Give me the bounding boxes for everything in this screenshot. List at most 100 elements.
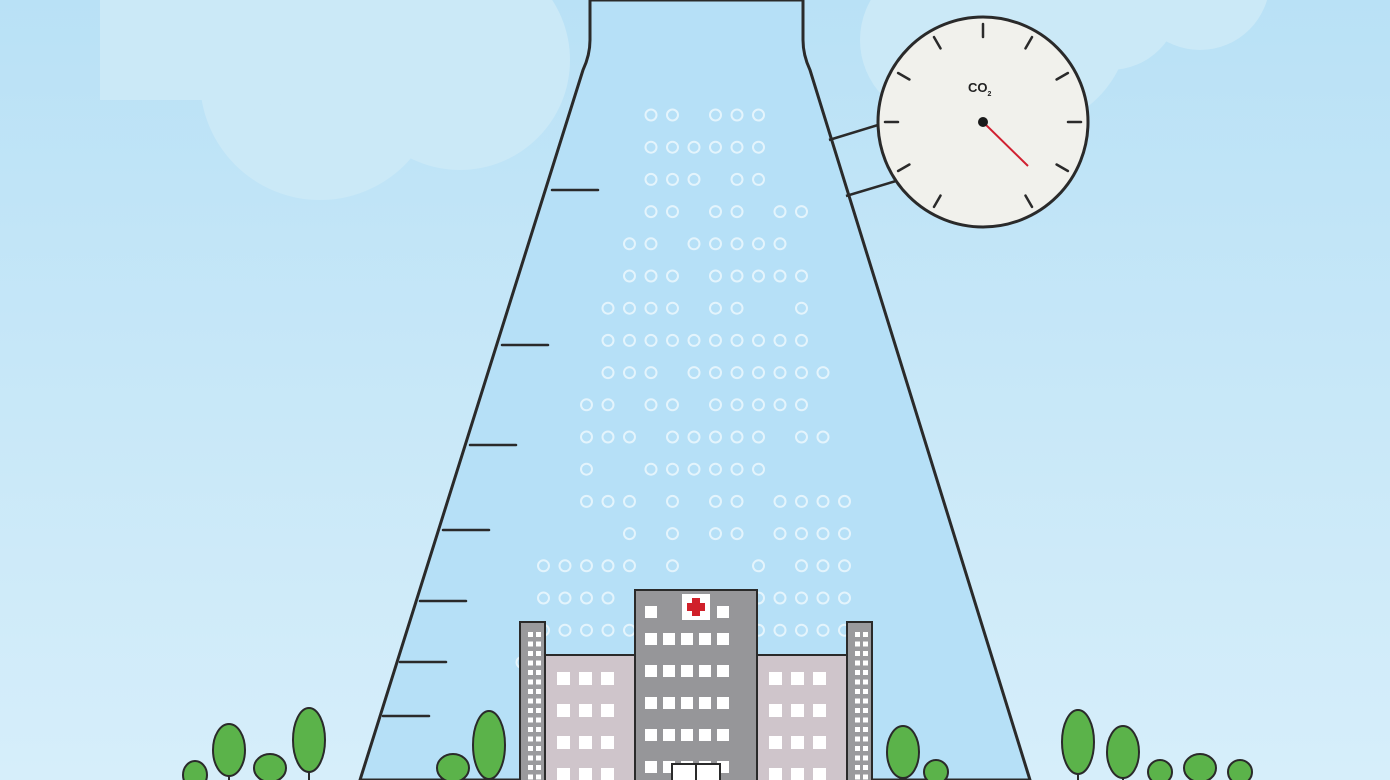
bubble-icon <box>666 527 679 541</box>
bubble-icon <box>644 140 658 154</box>
bubble-icon <box>730 398 744 412</box>
bubble-icon <box>709 398 722 412</box>
bubble-icon <box>730 333 744 347</box>
bubble-icon <box>795 494 808 508</box>
bubble-icon <box>730 140 744 154</box>
window <box>645 729 657 741</box>
gauge-tick <box>896 163 911 173</box>
bubble-icon <box>816 430 830 444</box>
window <box>855 632 860 637</box>
bubble-icon <box>687 140 701 154</box>
bubble-icon <box>730 301 744 315</box>
bubble-icon <box>752 172 765 186</box>
window <box>536 651 541 656</box>
bubble-icon <box>816 591 830 605</box>
gauge-tick <box>1055 163 1070 173</box>
bubble-icon <box>601 623 615 637</box>
bubble-icon <box>709 333 722 347</box>
window <box>855 708 860 713</box>
bubble-icon <box>816 527 830 541</box>
window <box>579 736 592 749</box>
bubble-icon <box>838 559 851 573</box>
window <box>769 768 782 780</box>
window <box>528 717 533 723</box>
bubble-icon <box>795 430 808 444</box>
window <box>813 736 826 749</box>
bubble-icon <box>773 527 787 541</box>
bubble-icon <box>730 527 744 541</box>
window <box>528 708 533 713</box>
window <box>536 708 541 713</box>
bubble-icon <box>687 462 701 476</box>
bubble-icon <box>730 366 744 380</box>
bubble-icon <box>623 237 636 251</box>
bubble-icon <box>752 140 765 154</box>
bubble-icon <box>730 494 744 508</box>
bubble-icon <box>709 301 722 315</box>
bubble-icon <box>601 333 615 347</box>
bubble-icon <box>730 430 744 444</box>
bubble-icon <box>666 398 679 412</box>
window <box>855 660 860 666</box>
bubble-icon <box>644 269 658 283</box>
bubble-icon <box>752 398 765 412</box>
bubble-icon <box>580 430 593 444</box>
cloud-left <box>100 0 570 200</box>
window <box>863 736 868 742</box>
bubble-icon <box>666 430 679 444</box>
bubble-icon <box>644 301 658 315</box>
window <box>528 746 533 751</box>
window <box>528 727 533 732</box>
window <box>863 727 868 732</box>
bubble-icon <box>795 333 808 347</box>
window <box>528 632 533 637</box>
window <box>863 708 868 713</box>
window <box>645 697 657 709</box>
bubble-icon <box>644 366 658 380</box>
window <box>528 774 533 780</box>
tree-icon <box>1106 725 1140 779</box>
window <box>601 736 614 749</box>
bubble-icon <box>773 366 787 380</box>
bubble-icon <box>709 527 722 541</box>
window <box>855 736 860 742</box>
window <box>528 698 533 704</box>
window <box>863 660 868 666</box>
bubble-icon <box>795 366 808 380</box>
window <box>863 765 868 770</box>
bubble-icon <box>644 205 658 219</box>
bubble-icon <box>773 237 787 251</box>
bubble-icon <box>687 430 701 444</box>
bubble-icon <box>752 269 765 283</box>
window <box>699 729 711 741</box>
bubble-icon <box>773 591 787 605</box>
window <box>855 765 860 770</box>
bubble-icon <box>623 527 636 541</box>
bubble-icon <box>795 398 808 412</box>
bubble-icon <box>709 140 722 154</box>
window <box>557 704 570 717</box>
bubble-icon <box>816 494 830 508</box>
bubble-icon <box>666 462 679 476</box>
window <box>863 774 868 780</box>
window <box>769 672 782 685</box>
bubble-icon <box>601 366 615 380</box>
window <box>663 633 675 645</box>
window <box>717 729 729 741</box>
window <box>863 698 868 704</box>
window <box>791 704 804 717</box>
window <box>863 641 868 647</box>
bubble-icon <box>644 172 658 186</box>
bubble-icon <box>709 205 722 219</box>
tree-icon <box>292 707 326 773</box>
window <box>645 761 657 773</box>
bubble-icon <box>601 559 615 573</box>
hospital-building <box>519 589 873 780</box>
bubble-icon <box>537 591 550 605</box>
gauge-tick <box>932 35 942 50</box>
tree-icon <box>182 760 208 780</box>
tree-icon <box>923 759 949 780</box>
bubble-icon <box>666 559 679 573</box>
tree-icon <box>472 710 506 780</box>
window <box>645 633 657 645</box>
